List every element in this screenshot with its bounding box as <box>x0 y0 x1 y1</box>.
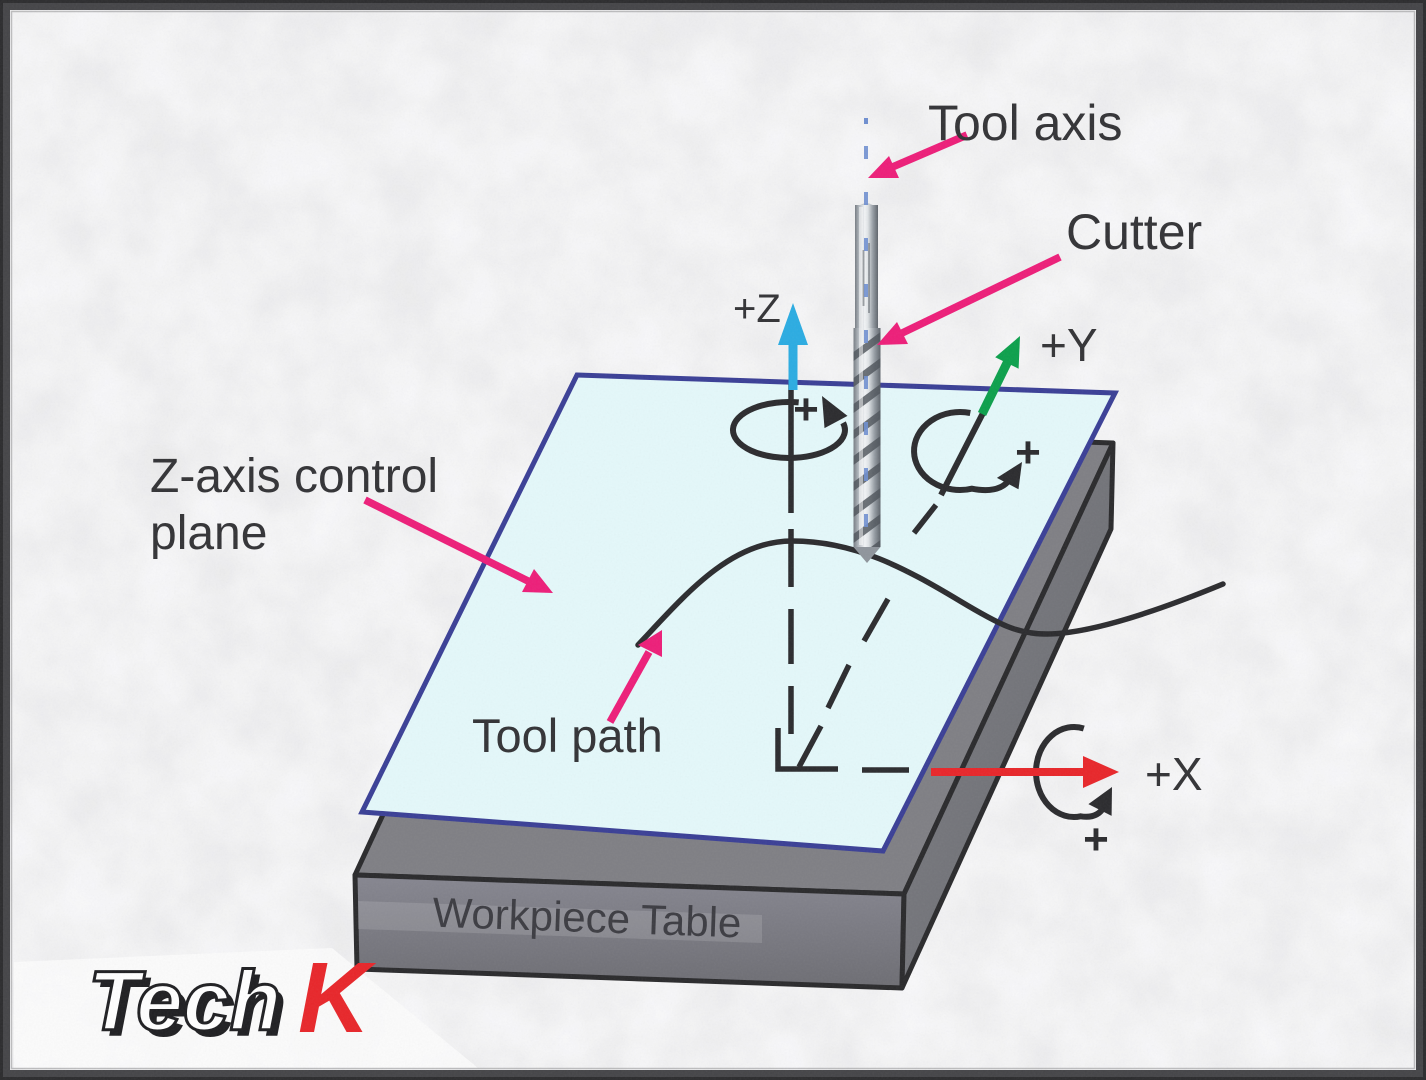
diagram-canvas: + + + <box>0 0 1426 1080</box>
grain-texture <box>0 0 1426 1080</box>
